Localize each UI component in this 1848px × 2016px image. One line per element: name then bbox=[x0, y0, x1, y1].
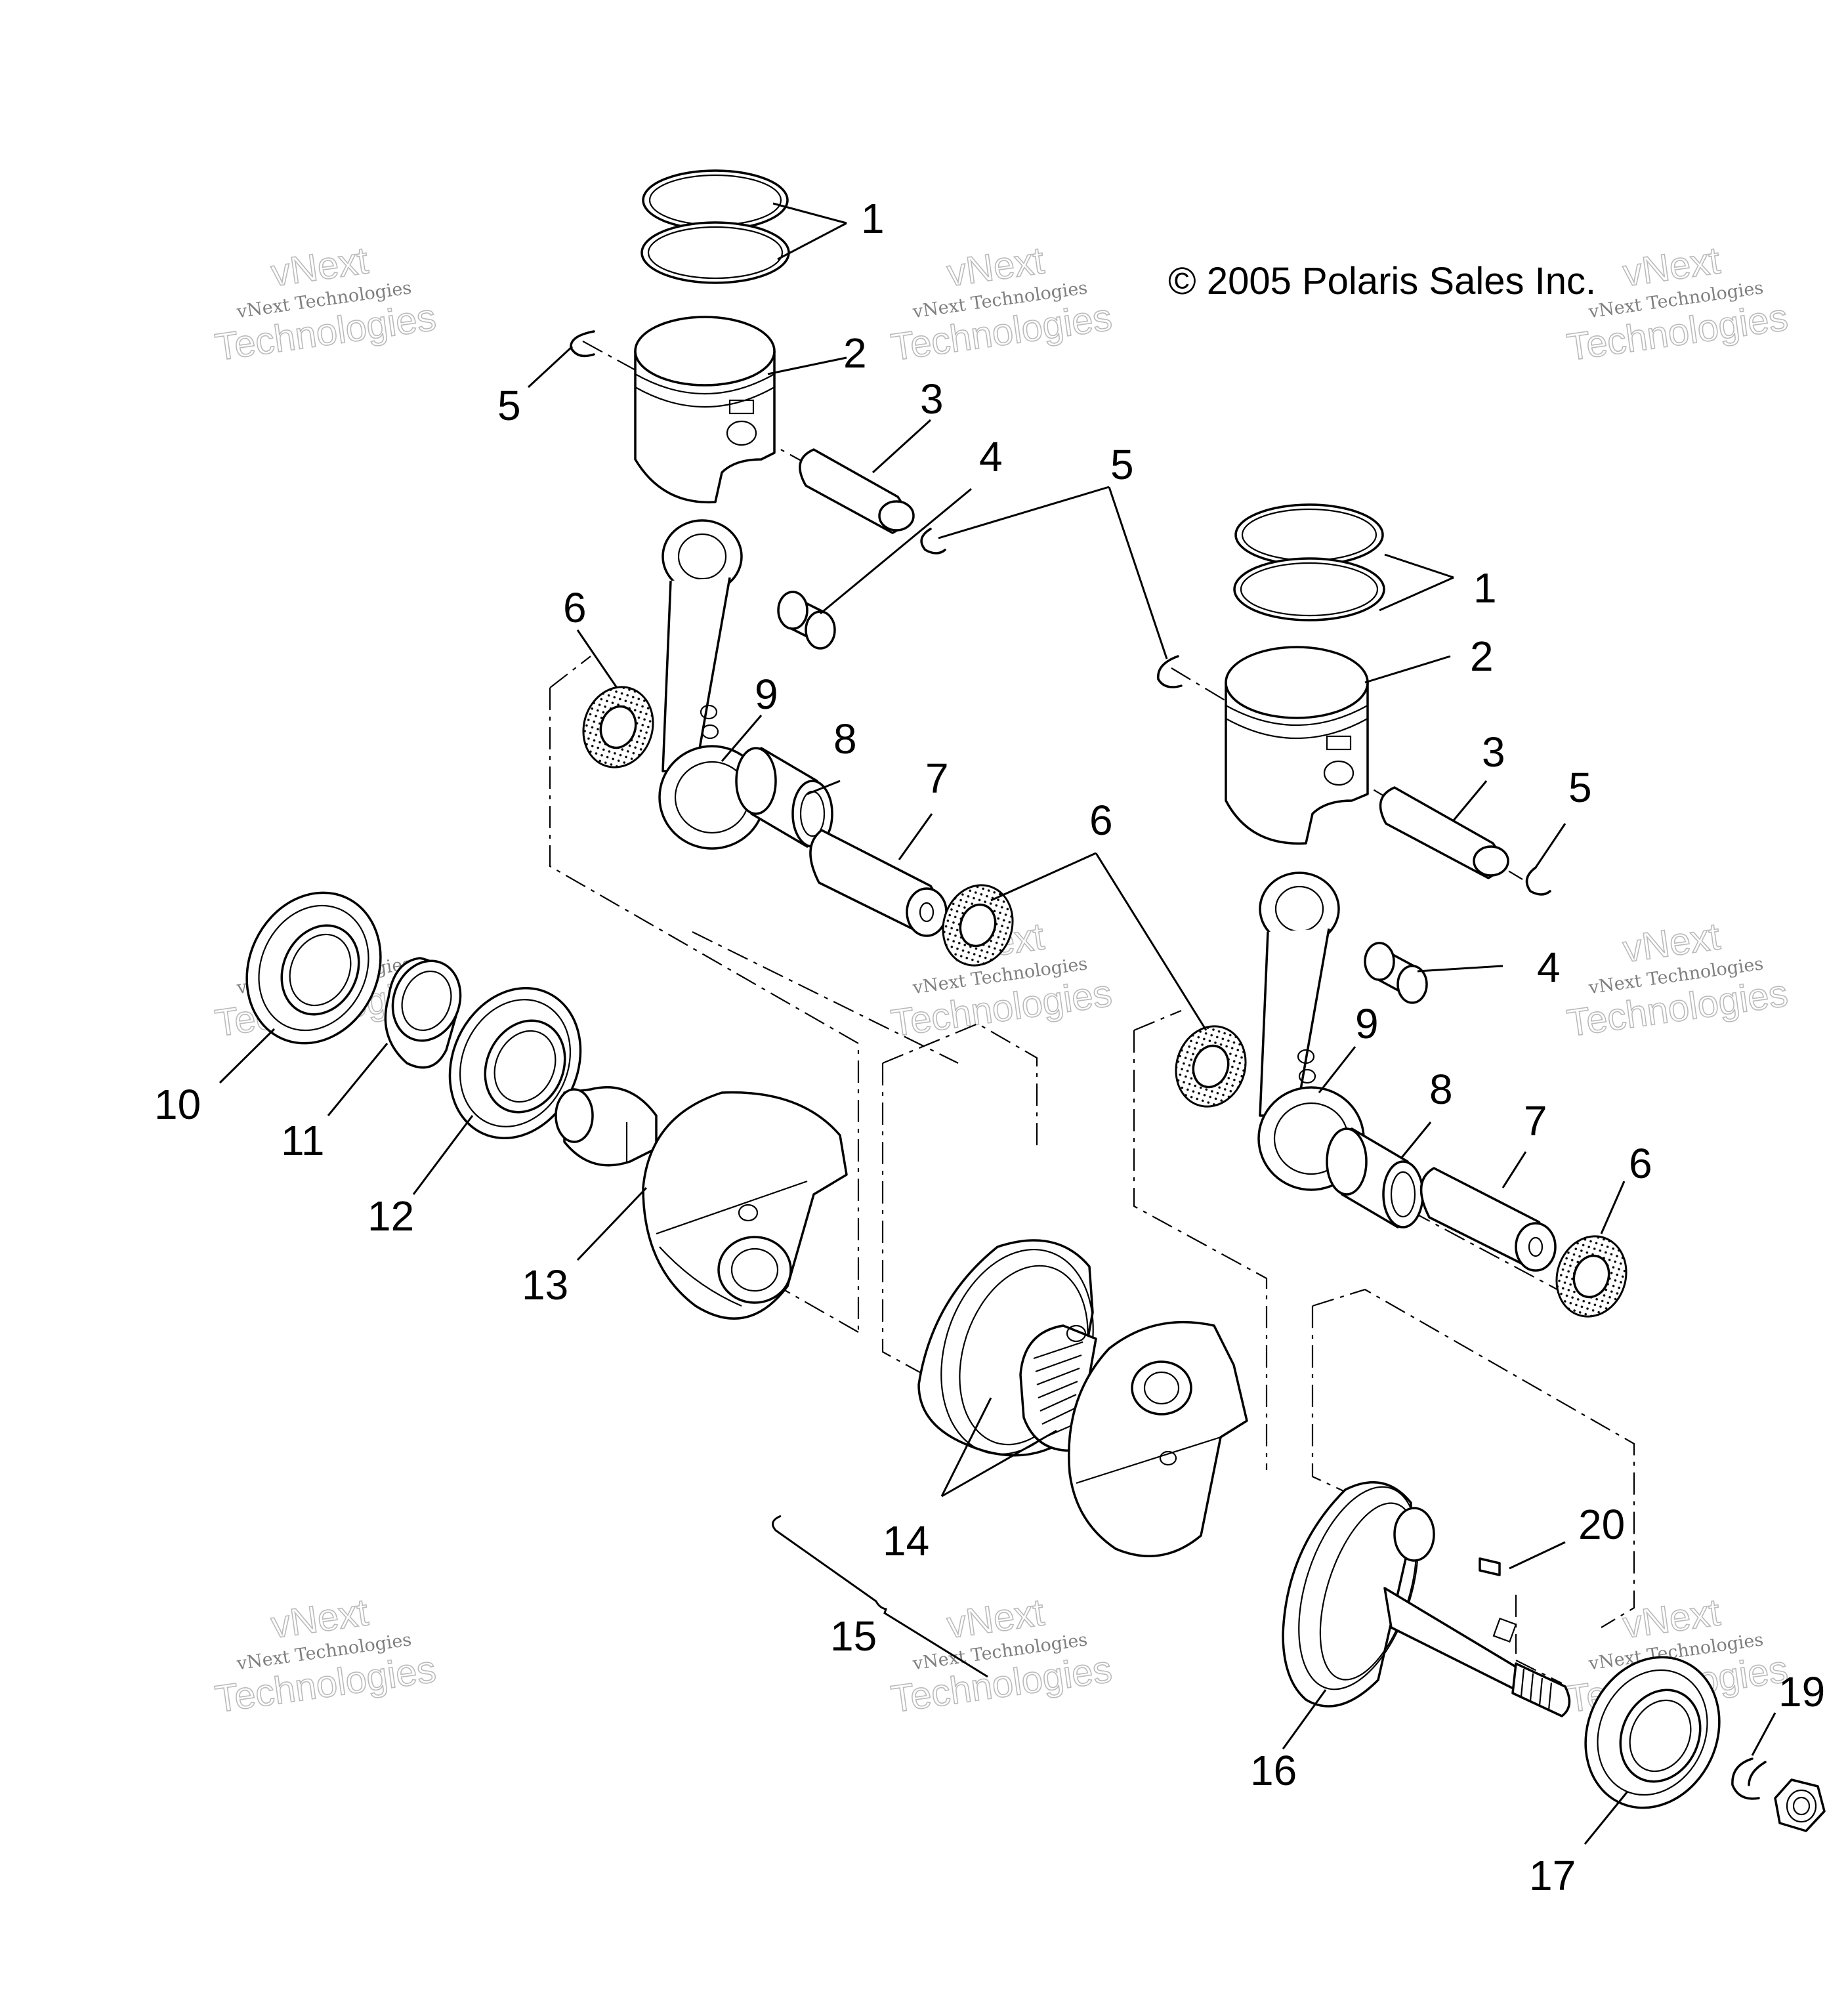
callout-2: 2 bbox=[1470, 633, 1494, 680]
woodruff-key bbox=[1479, 1557, 1501, 1576]
big-end-bearing-right bbox=[1326, 1127, 1424, 1228]
callout-6: 6 bbox=[1629, 1140, 1652, 1187]
spacer-ring bbox=[384, 957, 462, 1069]
piston-pin-right bbox=[1379, 786, 1509, 879]
piston-ring-set-left bbox=[640, 169, 790, 284]
crankshaft-left-half bbox=[555, 1086, 848, 1320]
callout-5: 5 bbox=[497, 382, 521, 429]
thrust-washer-left-outer bbox=[582, 686, 654, 768]
callout-17: 17 bbox=[1529, 1852, 1576, 1899]
callout-9: 9 bbox=[755, 671, 778, 718]
main-bearing-left-outer bbox=[245, 891, 382, 1045]
piston-right bbox=[1225, 646, 1369, 845]
callout-4: 4 bbox=[979, 433, 1003, 480]
callout-6: 6 bbox=[1089, 797, 1113, 844]
callout-2: 2 bbox=[843, 329, 867, 377]
callout-1: 1 bbox=[861, 195, 885, 242]
circlip-right-pin bbox=[1525, 866, 1551, 896]
circlip-left-top bbox=[570, 330, 595, 358]
callout-3: 3 bbox=[920, 375, 944, 423]
callout-1: 1 bbox=[1473, 564, 1497, 612]
callout-5: 5 bbox=[1110, 441, 1134, 488]
crankshaft-right-half bbox=[1282, 1481, 1571, 1717]
leader-lines bbox=[219, 202, 1776, 1845]
callout-16: 16 bbox=[1250, 1747, 1297, 1794]
crank-pin-left bbox=[809, 829, 948, 937]
callout-9: 9 bbox=[1355, 1000, 1379, 1047]
callout-3: 3 bbox=[1482, 728, 1505, 776]
callout-8: 8 bbox=[833, 715, 857, 763]
thrust-washer-right-outer bbox=[1175, 1025, 1247, 1108]
crank-pin-right bbox=[1419, 1167, 1557, 1272]
retaining-ring bbox=[1731, 1757, 1767, 1800]
callout-labels: 1 2 3 4 5 5 6 9 8 7 6 1 2 3 5 4 9 8 7 6 … bbox=[154, 195, 1825, 1899]
callout-12: 12 bbox=[368, 1192, 414, 1240]
copyright-text: © 2005 Polaris Sales Inc. bbox=[1168, 260, 1596, 303]
callout-4: 4 bbox=[1537, 944, 1561, 991]
crankshaft-bracket-15 bbox=[772, 1515, 988, 1678]
thrust-washer-left-inner bbox=[942, 884, 1014, 967]
callout-14: 14 bbox=[883, 1517, 929, 1564]
watermark: vNext vNext Technologies Technologies bbox=[212, 238, 439, 369]
callout-10: 10 bbox=[154, 1081, 201, 1128]
callout-19: 19 bbox=[1778, 1668, 1825, 1715]
watermark: vNext vNext Technologies Technologies bbox=[212, 1590, 439, 1721]
crankshaft-center-section bbox=[917, 1239, 1248, 1557]
thrust-washer-right-inner bbox=[1555, 1235, 1628, 1318]
piston-pin-left bbox=[799, 448, 915, 534]
callout-8: 8 bbox=[1429, 1066, 1453, 1113]
piston-left bbox=[634, 316, 776, 504]
callout-7: 7 bbox=[1524, 1097, 1547, 1144]
watermark: vNext vNext Technologies Technologies bbox=[1564, 914, 1791, 1045]
circlip-right-top bbox=[1157, 655, 1183, 688]
callout-6: 6 bbox=[563, 584, 587, 631]
watermark: vNext vNext Technologies Technologies bbox=[888, 238, 1115, 369]
main-bearing-left-inner bbox=[448, 987, 582, 1139]
callout-11: 11 bbox=[281, 1117, 324, 1164]
small-end-bearing-right bbox=[1364, 942, 1428, 1004]
callout-13: 13 bbox=[522, 1261, 568, 1309]
watermark: vNext vNext Technologies Technologies bbox=[888, 1590, 1115, 1721]
small-end-bearing-left bbox=[777, 591, 836, 650]
piston-ring-set-right bbox=[1233, 503, 1385, 621]
callout-7: 7 bbox=[925, 755, 949, 802]
callout-5: 5 bbox=[1568, 764, 1592, 811]
callout-15: 15 bbox=[830, 1612, 877, 1660]
big-end-bearing-left bbox=[735, 747, 833, 848]
circlip-left-pin bbox=[920, 528, 946, 555]
crankshaft-nut bbox=[1774, 1778, 1826, 1832]
main-bearing-right bbox=[1584, 1656, 1721, 1809]
callout-20: 20 bbox=[1578, 1501, 1625, 1548]
